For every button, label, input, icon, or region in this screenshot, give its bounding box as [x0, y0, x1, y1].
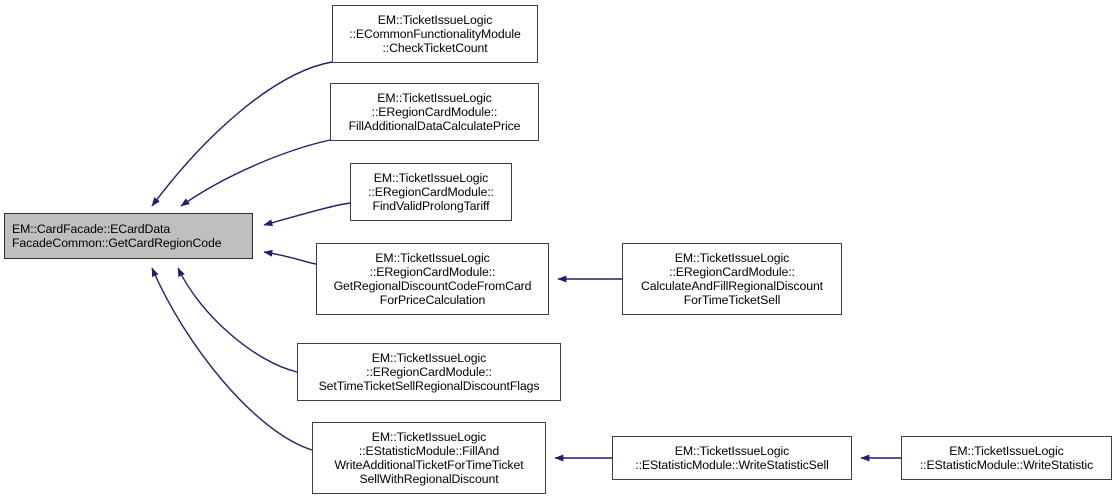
node-label: EM::TicketIssueLogic ::ECommonFunctional…: [349, 12, 521, 56]
node-label: EM::TicketIssueLogic ::ERegionCardModule…: [368, 170, 494, 214]
edge-set-time-ticket-sell-flags-to-root: [177, 267, 298, 373]
node-label: EM::TicketIssueLogic ::ERegionCardModule…: [640, 250, 824, 308]
edge-fill-additional-data-to-root: [180, 139, 331, 207]
node-label: EM::TicketIssueLogic ::ERegionCardModule…: [348, 90, 521, 134]
node-get-regional-discount-code-from-card[interactable]: EM::TicketIssueLogic ::ERegionCardModule…: [316, 243, 549, 315]
node-label: EM::TicketIssueLogic ::EStatisticModule:…: [334, 429, 524, 487]
node-label: EM::TicketIssueLogic ::ERegionCardModule…: [318, 350, 540, 394]
node-fill-additional-data-calculate-price[interactable]: EM::TicketIssueLogic ::ERegionCardModule…: [330, 83, 539, 141]
node-write-statistic[interactable]: EM::TicketIssueLogic ::EStatisticModule:…: [901, 436, 1112, 480]
node-label: EM::TicketIssueLogic ::ERegionCardModule…: [333, 250, 532, 308]
edge-check-ticket-count-to-root: [151, 61, 333, 207]
edge-get-regional-discount-code-to-root: [263, 249, 317, 265]
node-check-ticket-count[interactable]: EM::TicketIssueLogic ::ECommonFunctional…: [332, 5, 538, 63]
node-label: EM::TicketIssueLogic ::EStatisticModule:…: [635, 443, 829, 472]
node-write-statistic-sell[interactable]: EM::TicketIssueLogic ::EStatisticModule:…: [612, 436, 852, 480]
node-label: EM::TicketIssueLogic ::EStatisticModule:…: [919, 443, 1094, 472]
node-fill-and-write-additional-ticket[interactable]: EM::TicketIssueLogic ::EStatisticModule:…: [312, 422, 546, 494]
node-get-card-region-code[interactable]: EM::CardFacade::ECardData FacadeCommon::…: [4, 213, 253, 259]
node-find-valid-prolong-tariff[interactable]: EM::TicketIssueLogic ::ERegionCardModule…: [350, 163, 512, 221]
node-label: EM::CardFacade::ECardData FacadeCommon::…: [12, 221, 222, 250]
edge-find-valid-prolong-tariff-to-root: [263, 202, 351, 227]
edge-fill-and-write-additional-ticket-to-root: [151, 267, 313, 451]
node-set-time-ticket-sell-regional-discount-flags[interactable]: EM::TicketIssueLogic ::ERegionCardModule…: [297, 343, 561, 401]
node-calculate-and-fill-regional-discount[interactable]: EM::TicketIssueLogic ::ERegionCardModule…: [622, 243, 842, 315]
